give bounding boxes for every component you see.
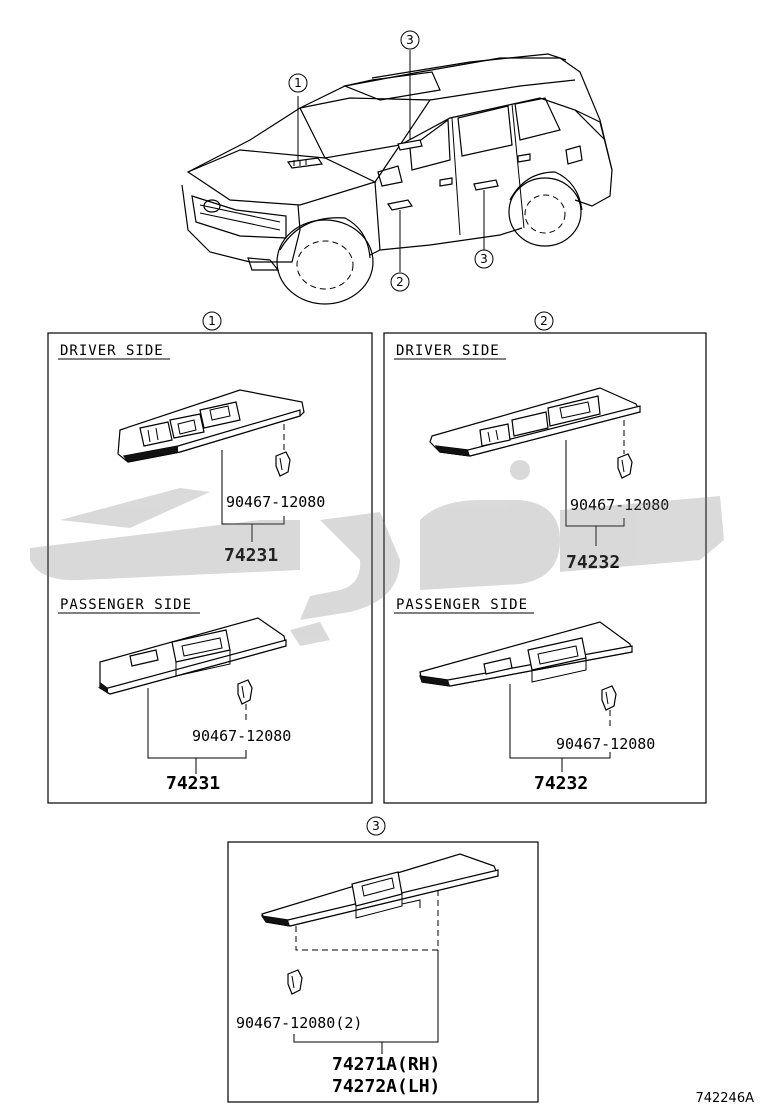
panel-2-passenger-side-label: PASSENGER SIDE bbox=[396, 597, 528, 613]
callout-car-3-top: 3 bbox=[406, 33, 414, 47]
vehicle-illustration: 1 3 2 3 bbox=[181, 30, 613, 305]
panel-2-driver-clip bbox=[617, 420, 633, 479]
panel-1-driver-clip bbox=[275, 424, 291, 477]
panel-3: 3 90467-12080(2) 74271A(RH) 74272A(LH) bbox=[227, 816, 539, 1103]
figure-id: 742246A bbox=[695, 1091, 754, 1106]
callout-car-2: 2 bbox=[396, 275, 404, 289]
panel-2-callout: 2 bbox=[540, 314, 548, 328]
callout-car-1: 1 bbox=[294, 76, 302, 90]
panel-1-driver-clip-part-number: 90467-12080 bbox=[226, 493, 325, 511]
panel-1-passenger-switch bbox=[97, 617, 287, 695]
panel-2-driver-clip-part-number: 90467-12080 bbox=[570, 496, 669, 514]
panel-3-part-number-rh: 74271A(RH) bbox=[332, 1054, 440, 1075]
panel-2-passenger-clip-part-number: 90467-12080 bbox=[556, 735, 655, 753]
panel-2-driver-switch bbox=[429, 387, 641, 457]
callout-car-3-bottom: 3 bbox=[480, 252, 488, 266]
panel-1-callout: 1 bbox=[208, 314, 216, 328]
panel-1-passenger-clip bbox=[237, 679, 253, 720]
panel-3-callout: 3 bbox=[372, 819, 380, 833]
panel-3-clip bbox=[287, 969, 303, 995]
panel-1-driver-side-label: DRIVER SIDE bbox=[60, 343, 164, 359]
panel-2-passenger-clip bbox=[601, 685, 617, 726]
panel-3-part-number-lh: 74272A(LH) bbox=[332, 1076, 440, 1097]
panel-1-passenger-part-number: 74231 bbox=[166, 773, 220, 794]
panel-2-driver-part-number: 74232 bbox=[566, 552, 620, 573]
panel-1-passenger-clip-part-number: 90467-12080 bbox=[192, 727, 291, 745]
panel-3-clip-part-number: 90467-12080(2) bbox=[236, 1014, 362, 1032]
panel-2: 2 DRIVER SIDE 90467-12080 74232 PASSENGE… bbox=[383, 311, 707, 804]
panel-1-driver-part-number: 74231 bbox=[224, 545, 278, 566]
panel-2-passenger-part-number: 74232 bbox=[534, 773, 588, 794]
panel-2-driver-side-label: DRIVER SIDE bbox=[396, 343, 500, 359]
panel-1: 1 DRIVER SIDE 90467-12080 74231 PASSENGE… bbox=[47, 311, 373, 804]
panel-3-switch bbox=[260, 853, 499, 927]
panel-1-passenger-side-label: PASSENGER SIDE bbox=[60, 597, 192, 613]
panel-1-driver-switch bbox=[117, 389, 305, 463]
watermark-logo bbox=[30, 460, 724, 646]
panel-2-passenger-switch bbox=[419, 621, 633, 687]
